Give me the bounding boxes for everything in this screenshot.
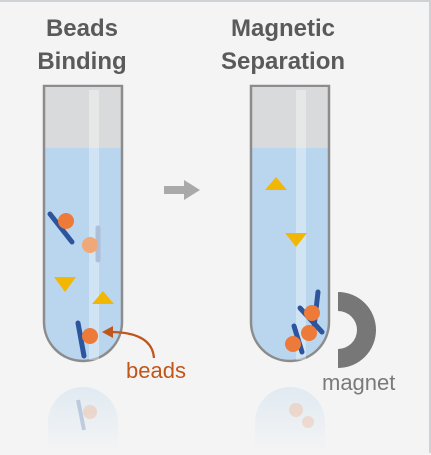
tube-left-cap	[44, 88, 122, 148]
triangle-right-2	[285, 233, 307, 247]
bead-right-1	[304, 305, 320, 321]
beads-pointer-arrow	[109, 330, 156, 359]
tube-left-reflection	[48, 387, 118, 452]
title-beads-binding: Beads Binding	[37, 15, 127, 75]
bead-left-2	[82, 237, 98, 253]
rod-left-1	[47, 211, 75, 245]
tube-left-outline	[42, 84, 124, 363]
tube-right	[249, 84, 331, 452]
beads-pointer-arrowhead	[102, 326, 113, 338]
title-magnetic-separation: Magnetic Separation	[220, 15, 346, 75]
magnet-label: magnet	[322, 370, 396, 395]
bead-left-1	[58, 213, 74, 229]
tube-right-reflection	[255, 387, 325, 452]
tube-right-outline	[249, 84, 331, 363]
bead-right-3	[285, 336, 301, 352]
tube-right-highlight	[296, 90, 306, 360]
bead-right-2	[301, 325, 317, 341]
beads-label: beads	[126, 358, 186, 383]
tube-left-liquid	[44, 148, 122, 361]
tube-left	[42, 84, 124, 452]
triangle-left-2	[92, 291, 114, 304]
triangle-left-1	[54, 277, 76, 292]
process-arrow	[164, 180, 200, 200]
bead-left-3	[82, 328, 98, 344]
rod-left-3	[75, 320, 87, 359]
magnet-icon	[338, 292, 376, 368]
triangle-right-1	[265, 177, 287, 190]
tube-right-cap	[251, 88, 329, 148]
tube-left-highlight	[89, 90, 99, 360]
